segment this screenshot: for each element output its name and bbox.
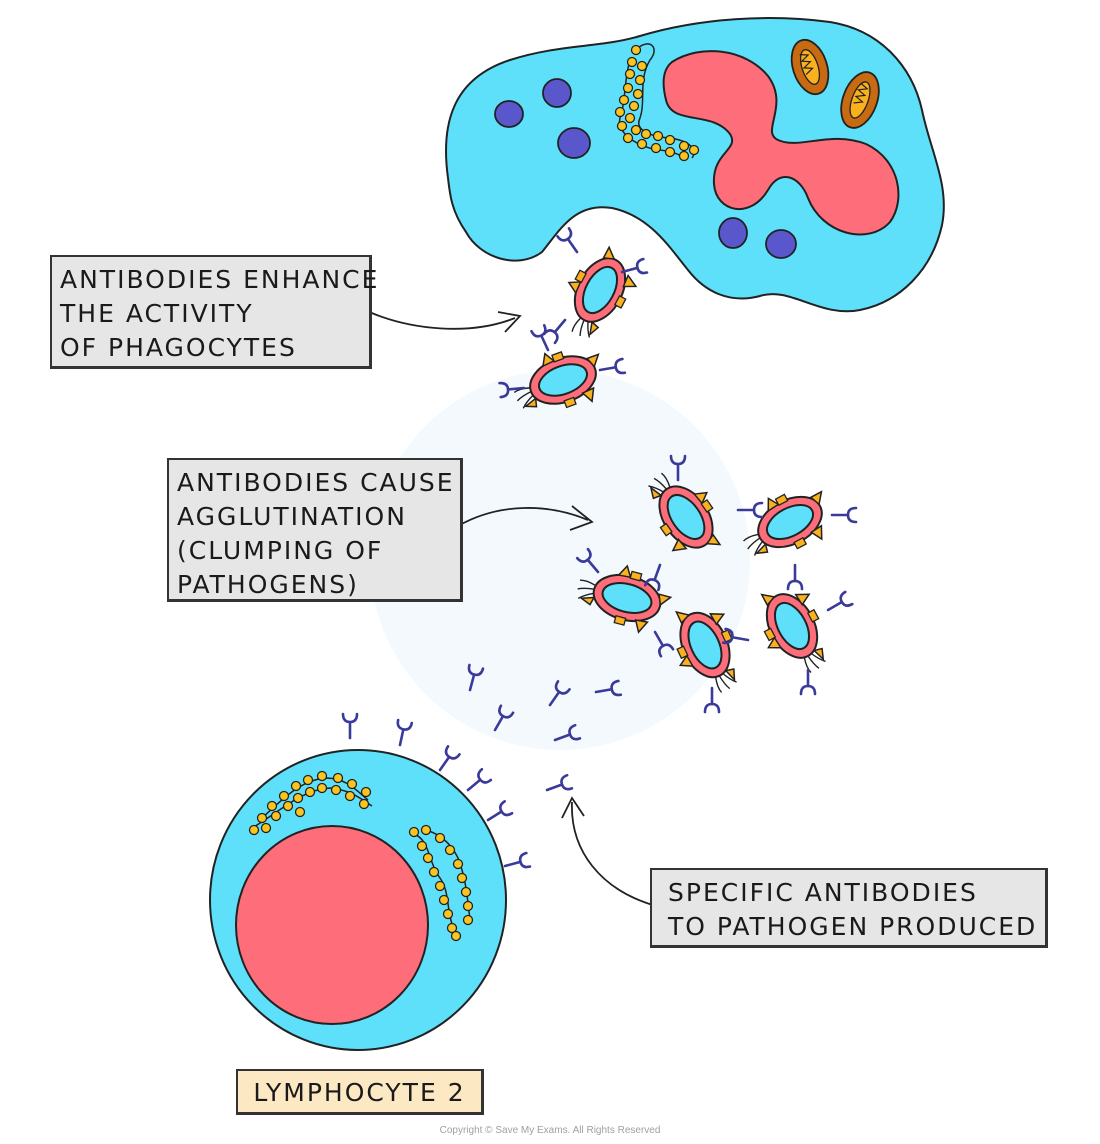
phagocyte-cell: [445, 17, 945, 313]
label-line: LYMPHOCYTE 2: [253, 1078, 466, 1107]
phagocyte-nucleus: [662, 50, 900, 236]
label-line: AGGLUTINATION: [177, 502, 407, 531]
mitochondria: [790, 38, 880, 129]
label-agglutination: ANTIBODIES CAUSE AGGLUTINATION (CLUMPING…: [167, 458, 463, 602]
pathogen: [743, 573, 843, 686]
copyright-notice: Copyright © Save My Exams. All Rights Re…: [439, 1125, 661, 1136]
bound-antibody: [597, 357, 627, 379]
label-line: PATHOGENS): [177, 570, 359, 599]
bound-antibody: [786, 563, 804, 591]
lymphocyte-cell: [209, 712, 532, 1051]
lymphocyte-rough-er: [248, 770, 474, 942]
bound-antibody: [799, 668, 817, 696]
label-line: TO PATHOGEN PRODUCED: [668, 912, 1038, 941]
arrow-phagocytes: [360, 307, 522, 333]
bound-antibody: [823, 590, 854, 618]
phagocyte-rough-er: [614, 43, 700, 162]
label-lymphocyte: LYMPHOCYTE 2: [236, 1069, 484, 1115]
watermark: [370, 370, 750, 750]
label-line: THE ACTIVITY: [60, 299, 254, 328]
label-line: ANTIBODIES ENHANCE: [60, 265, 380, 294]
arrow-specific: [561, 796, 663, 910]
label-line: SPECIFIC ANTIBODIES: [668, 878, 978, 907]
pathogen: [548, 237, 648, 350]
label-line: (CLUMPING OF: [177, 536, 384, 565]
bound-antibody: [542, 314, 572, 345]
bound-antibody: [556, 227, 585, 258]
lymphocyte-nucleus: [235, 825, 429, 1025]
label-specific-antibodies: SPECIFIC ANTIBODIES TO PATHOGEN PRODUCED: [650, 868, 1048, 948]
granules: [494, 78, 797, 259]
label-phagocytes: ANTIBODIES ENHANCE THE ACTIVITY OF PHAGO…: [50, 255, 380, 369]
bound-antibody: [703, 686, 721, 714]
label-line: OF PHAGOCYTES: [60, 333, 297, 362]
label-line: ANTIBODIES CAUSE: [177, 468, 455, 497]
bound-antibody: [830, 506, 858, 524]
